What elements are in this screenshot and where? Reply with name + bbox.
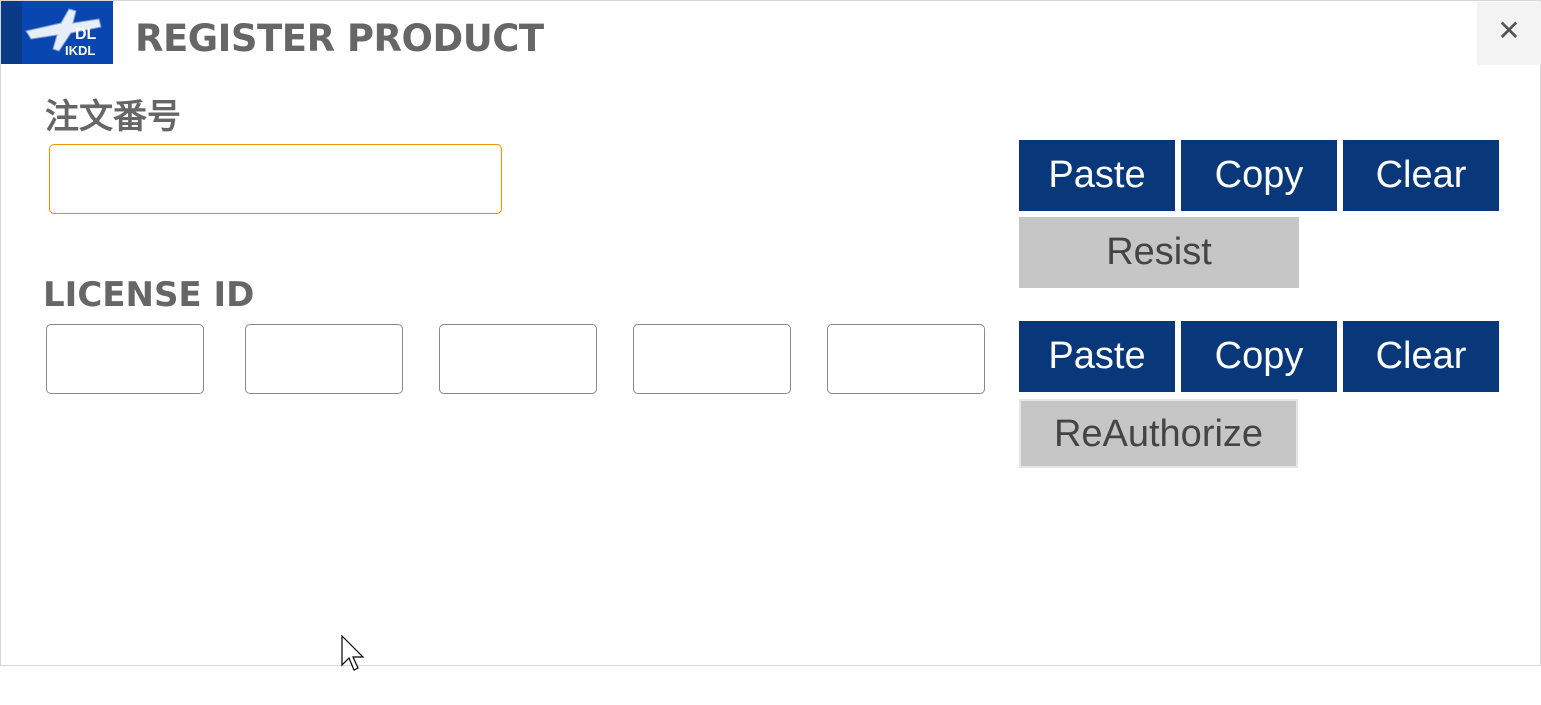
license-segment-5[interactable] <box>827 324 985 394</box>
mouse-cursor-icon <box>341 635 365 671</box>
reauthorize-button[interactable]: ReAuthorize <box>1019 399 1298 468</box>
order-copy-button[interactable]: Copy <box>1181 140 1337 211</box>
order-paste-button[interactable]: Paste <box>1019 140 1175 211</box>
close-icon: ✕ <box>1497 14 1521 47</box>
license-id-label: LICENSE ID <box>43 275 255 315</box>
order-number-label: 注文番号 <box>45 97 181 137</box>
register-product-window: DL IKDL REGISTER PRODUCT ✕ 注文番号 LICENSE … <box>0 0 1541 666</box>
logo-strip <box>1 1 22 64</box>
resist-button[interactable]: Resist <box>1019 217 1299 288</box>
ikdl-logo: DL IKDL <box>1 1 113 64</box>
license-clear-button[interactable]: Clear <box>1343 321 1499 392</box>
license-segment-2[interactable] <box>245 324 403 394</box>
license-paste-button[interactable]: Paste <box>1019 321 1175 392</box>
license-copy-button[interactable]: Copy <box>1181 321 1337 392</box>
window-title: REGISTER PRODUCT <box>135 17 544 60</box>
order-clear-button[interactable]: Clear <box>1343 140 1499 211</box>
license-segment-1[interactable] <box>46 324 204 394</box>
license-segment-3[interactable] <box>439 324 597 394</box>
license-segment-4[interactable] <box>633 324 791 394</box>
airplane-logo-icon: DL IKDL <box>25 8 102 58</box>
svg-text:IKDL: IKDL <box>65 43 95 58</box>
order-number-input[interactable] <box>49 144 502 214</box>
close-button[interactable]: ✕ <box>1477 2 1541 65</box>
svg-text:DL: DL <box>75 26 97 43</box>
